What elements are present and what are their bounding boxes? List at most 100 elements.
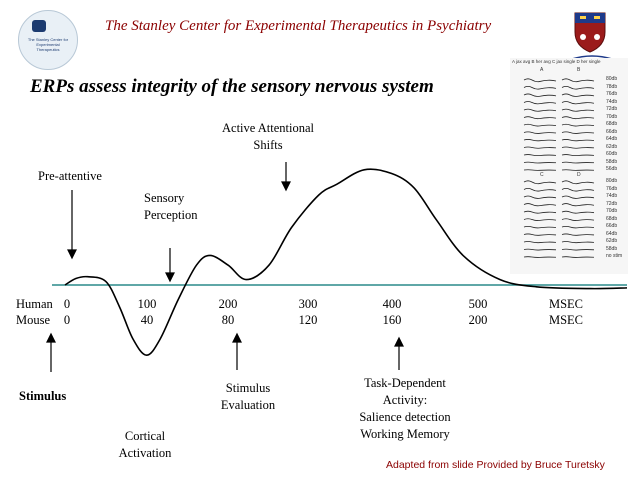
header-title: The Stanley Center for Experimental Ther… bbox=[105, 18, 492, 34]
stanley-center-logo: The Stanley Center for Experimental Ther… bbox=[18, 10, 78, 70]
inset-trace bbox=[523, 180, 557, 185]
inset-db-label: 80db bbox=[606, 76, 618, 82]
label-task-line1: Task-Dependent bbox=[364, 376, 446, 390]
label-pre-attentive: Pre-attentive bbox=[38, 169, 102, 183]
inset-trace bbox=[523, 78, 557, 83]
inset-db-label: 62db bbox=[606, 143, 618, 150]
arrow-pre-attentive bbox=[67, 190, 77, 260]
x-tick-label: 160 bbox=[382, 313, 402, 327]
x-tick-label: 300 bbox=[298, 297, 318, 311]
inset-trace bbox=[523, 169, 557, 171]
erp-waveform-line bbox=[64, 168, 628, 357]
inset-db-label: 76db bbox=[606, 185, 618, 192]
inset-db-label: 58db bbox=[606, 245, 618, 252]
inset-trace bbox=[523, 210, 557, 214]
logo-emblem-icon bbox=[32, 20, 46, 32]
inset-trace bbox=[523, 195, 557, 199]
inset-trace bbox=[561, 180, 595, 185]
axis-unit-label: MSEC bbox=[548, 297, 584, 311]
inset-trace bbox=[561, 187, 595, 192]
inset-trace bbox=[561, 248, 595, 251]
label-stimulus: Stimulus bbox=[19, 389, 67, 403]
x-tick-label: 0 bbox=[63, 297, 71, 311]
inset-db-label: 70db bbox=[606, 208, 618, 214]
x-tick-label: 0 bbox=[63, 313, 71, 327]
axis-unit-label: MSEC bbox=[548, 313, 584, 327]
x-tick-label: 120 bbox=[298, 313, 318, 327]
inset-trace bbox=[561, 161, 595, 164]
inset-header: A jax avg B her avg C jax single D her s… bbox=[512, 59, 601, 64]
arrow-task-dependent bbox=[394, 336, 404, 370]
x-tick-label: 500 bbox=[468, 297, 488, 311]
x-tick-label: 200 bbox=[468, 313, 488, 327]
inset-trace bbox=[561, 131, 595, 134]
label-active-line1: Active Attentional bbox=[222, 121, 314, 135]
label-cortical-line1: Cortical bbox=[124, 429, 166, 443]
inset-db-label: 76db bbox=[606, 91, 618, 97]
inset-col-label-a: A bbox=[540, 67, 544, 73]
inset-trace bbox=[561, 195, 595, 199]
inset-db-label: 62db bbox=[606, 238, 618, 244]
inset-db-label: 68db bbox=[606, 121, 618, 127]
inset-db-label: 66db bbox=[606, 223, 618, 229]
logo-left-text: The Stanley Center for Experimental Ther… bbox=[27, 37, 69, 52]
inset-db-label: 58db bbox=[606, 158, 618, 165]
label-cortical-line2: Activation bbox=[118, 446, 172, 460]
label-sensory-line1: Sensory bbox=[144, 191, 185, 205]
inset-db-label: 74db bbox=[606, 193, 618, 199]
inset-waveforms bbox=[523, 78, 595, 258]
inset-db-label: 70db bbox=[606, 113, 618, 120]
inset-trace bbox=[561, 139, 595, 142]
inset-trace bbox=[561, 241, 595, 244]
inset-trace bbox=[523, 218, 557, 221]
inset-trace bbox=[523, 93, 557, 97]
inset-col-label-c: C bbox=[540, 172, 544, 178]
waveform-inset-panel: A jax avg B her avg C jax single D her s… bbox=[510, 58, 628, 274]
inset-trace bbox=[561, 146, 595, 149]
inset-trace bbox=[561, 85, 595, 90]
inset-trace bbox=[523, 161, 557, 164]
label-task-line3: Salience detection bbox=[359, 410, 451, 424]
label-evaluation-line2: Evaluation bbox=[220, 398, 276, 412]
arrow-stimulus bbox=[46, 332, 56, 372]
inset-db-label: 74db bbox=[606, 98, 618, 105]
inset-trace bbox=[523, 101, 557, 105]
inset-trace bbox=[561, 256, 595, 258]
arrow-stimulus-evaluation bbox=[232, 332, 242, 370]
inset-trace bbox=[523, 225, 557, 229]
label-task-line4: Working Memory bbox=[360, 427, 450, 441]
inset-trace bbox=[523, 248, 557, 251]
footer-credit: Adapted from slide Provided by Bruce Tur… bbox=[386, 459, 605, 471]
inset-trace bbox=[561, 108, 595, 112]
inset-trace bbox=[561, 169, 595, 171]
inset-trace bbox=[523, 203, 557, 207]
label-task-line2: Activity: bbox=[382, 393, 428, 407]
inset-trace bbox=[561, 123, 595, 127]
university-crest-icon bbox=[574, 12, 606, 53]
inset-trace bbox=[561, 93, 595, 97]
inset-db-label: 72db bbox=[606, 106, 618, 112]
inset-db-label: 68db bbox=[606, 215, 618, 222]
inset-trace bbox=[523, 116, 557, 120]
inset-db-label: 72db bbox=[606, 200, 618, 207]
inset-trace bbox=[523, 256, 557, 258]
inset-trace bbox=[523, 146, 557, 149]
inset-db-label: 78db bbox=[606, 83, 618, 90]
x-tick-label: 400 bbox=[382, 297, 402, 311]
x-tick-label: 80 bbox=[221, 313, 235, 327]
x-tick-label: 100 bbox=[137, 297, 157, 311]
inset-trace bbox=[561, 116, 595, 120]
inset-db-label: 66db bbox=[606, 128, 618, 135]
inset-trace bbox=[523, 241, 557, 244]
inset-trace bbox=[561, 225, 595, 229]
inset-db-label: 64db bbox=[606, 230, 618, 237]
axis-row-label-human: Human bbox=[16, 297, 53, 311]
label-evaluation-line1: Stimulus bbox=[225, 381, 271, 395]
arrow-sensory-perception bbox=[165, 248, 175, 283]
inset-db-label: no stim bbox=[606, 253, 623, 259]
inset-trace bbox=[523, 85, 557, 90]
inset-trace bbox=[561, 218, 595, 221]
inset-trace bbox=[561, 203, 595, 207]
